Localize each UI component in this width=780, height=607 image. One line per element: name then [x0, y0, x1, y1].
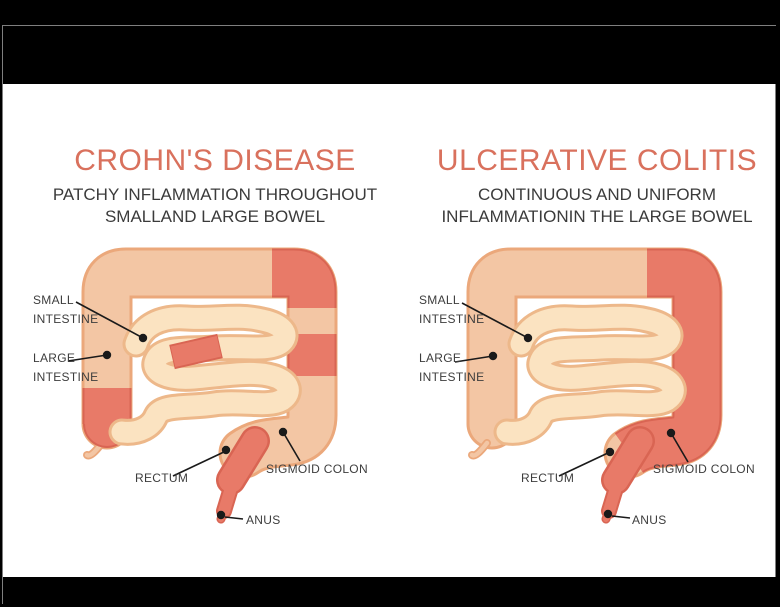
- small-intestine-shape: [493, 303, 687, 446]
- label-large-intestine: LARGE INTESTINE: [33, 351, 99, 384]
- label-dot: [603, 509, 613, 519]
- label-dot: [138, 333, 148, 343]
- ulcerative-subtitle: CONTINUOUS AND UNIFORM INFLAMMATIONIN TH…: [412, 184, 780, 228]
- crohns-subtitle-line1: PATCHY INFLAMMATION THROUGHOUT: [52, 185, 378, 204]
- label-dot: [221, 445, 231, 455]
- label-small-intestine: SMALL INTESTINE: [33, 293, 99, 326]
- label-leaders: [454, 302, 689, 519]
- leader-line: [172, 450, 227, 477]
- crohns-bowel-diagram: [67, 247, 338, 524]
- label-small-intestine: SMALL INTESTINE: [419, 293, 485, 326]
- label-anus: ANUS: [246, 513, 281, 527]
- slide-bottom-black-bar: [3, 577, 776, 604]
- label-dot: [523, 333, 533, 343]
- ulcerative-subtitle-line1: CONTINUOUS AND UNIFORM: [478, 185, 716, 204]
- leader-line: [558, 451, 611, 477]
- label-dot: [216, 510, 226, 520]
- label-anus: ANUS: [632, 513, 667, 527]
- leader-line: [67, 354, 108, 362]
- label-rectum: RECTUM: [521, 471, 575, 485]
- leader-line: [282, 431, 301, 462]
- leader-line: [670, 432, 689, 463]
- crohns-subtitle: PATCHY INFLAMMATION THROUGHOUT SMALLAND …: [20, 184, 410, 228]
- leader-line: [75, 301, 144, 339]
- label-dot: [102, 350, 112, 360]
- crohns-subtitle-line2: SMALLAND LARGE BOWEL: [104, 207, 326, 226]
- leader-line: [611, 515, 631, 519]
- label-sigmoid-colon: SIGMOID COLON: [266, 462, 368, 476]
- crohns-heading: CROHN'S DISEASE PATCHY INFLAMMATION THRO…: [20, 144, 410, 228]
- label-dot: [605, 447, 615, 457]
- ulcerative-heading: ULCERATIVE COLITIS CONTINUOUS AND UNIFOR…: [412, 144, 780, 228]
- label-sigmoid-colon: SIGMOID COLON: [653, 462, 755, 476]
- appendix-shape: [468, 439, 491, 460]
- label-dot: [488, 351, 498, 361]
- ulcerative-title: ULCERATIVE COLITIS: [436, 144, 758, 177]
- inflamed-patch-small-intestine: [169, 333, 223, 370]
- label-large-intestine: LARGE INTESTINE: [419, 351, 485, 384]
- label-rectum: RECTUM: [135, 471, 189, 485]
- ulcerative-bowel-diagram: [454, 247, 723, 524]
- crohns-title: CROHN'S DISEASE: [74, 144, 356, 177]
- slide-top-black-bar: [3, 26, 776, 84]
- label-dot: [278, 427, 288, 437]
- label-leaders: [67, 301, 301, 520]
- leader-line: [461, 302, 529, 339]
- inflamed-patch-splenic-flexure: [269, 248, 337, 317]
- ulcerative-subtitle-line2: INFLAMMATIONIN THE LARGE BOWEL: [441, 207, 753, 226]
- leader-line: [454, 355, 494, 363]
- leader-line: [224, 516, 244, 520]
- label-dot: [666, 428, 676, 438]
- small-intestine-shape: [108, 303, 302, 446]
